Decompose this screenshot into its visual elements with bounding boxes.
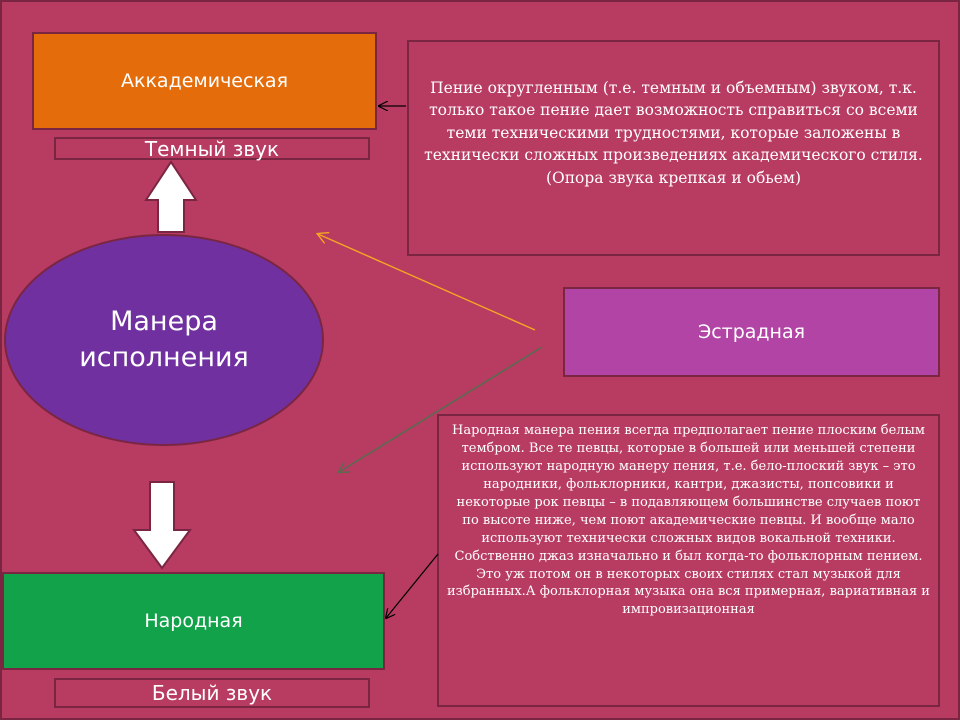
folk-description-box: Народная манера пения всегда предполагае…: [437, 414, 940, 707]
folk-style-box: Народная: [2, 572, 385, 670]
estrada-style-box: Эстрадная: [563, 287, 940, 377]
academic-description-box: Пение округленным (т.е. темным и объемны…: [407, 40, 940, 256]
folk-style-label: Народная: [144, 610, 243, 632]
white-sound-label: Белый звук: [151, 681, 273, 705]
folk-connector-arrow: [386, 553, 439, 618]
academic-description-text: Пение округленным (т.е. темным и объемны…: [424, 79, 923, 165]
academic-style-box: Аккадемическая: [32, 32, 377, 130]
performance-manner-label: Манера исполнения: [79, 305, 249, 373]
down-block-arrow: [132, 481, 192, 570]
estrada-to-ellipse-arrow: [318, 234, 536, 331]
up-block-arrow: [144, 160, 198, 233]
estrada-to-folk-arrow: [339, 346, 543, 472]
dark-sound-label: Темный звук: [144, 136, 280, 161]
dark-sound-label-box: Темный звук: [54, 136, 370, 161]
performance-manner-ellipse: Манера исполнения: [4, 234, 324, 446]
estrada-style-label: Эстрадная: [697, 321, 806, 343]
folk-description-text: Народная манера пения всегда предполагае…: [447, 423, 930, 618]
white-sound-label-box: Белый звук: [54, 678, 370, 708]
academic-description-note: (Опора звука крепкая и обьем): [545, 168, 802, 187]
academic-style-label: Аккадемическая: [120, 70, 288, 92]
